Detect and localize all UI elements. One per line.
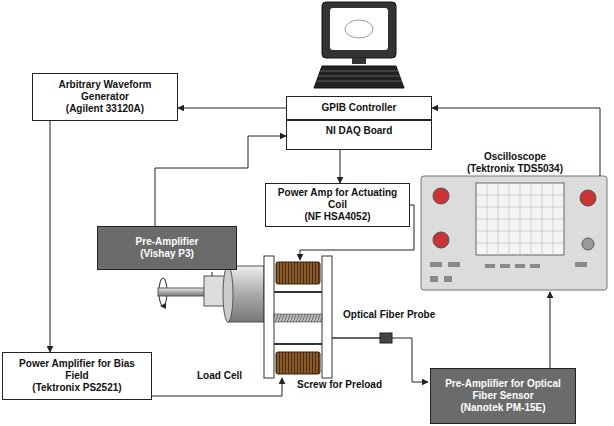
model-name: (Agilent 33120A) [66,103,144,115]
computer-icon [314,2,404,88]
signal-connector [50,121,51,352]
part-label: Load Cell [196,370,243,381]
amplifier-box: Power Amplifier for Bias Field(Tektronix… [2,352,152,400]
box-title: Pre-Amplifier [136,236,199,248]
preamp-box: Pre-Amplifier(Vishay P3) [97,226,237,270]
model-name: (Tektronix TDS5034) [467,163,563,175]
generator-box: Arbitrary Waveform Generator(Agilent 331… [32,73,178,121]
model-name: (Nanotek PM-15E) [460,402,545,414]
signal-connector [178,108,286,109]
signal-connector [340,150,341,183]
daq-box: NI DAQ Board [286,120,432,150]
box-title: Pre-Amplifier for Optical Fiber Sensor [436,378,570,402]
preamp-box: Pre-Amplifier for Optical Fiber Sensor(N… [430,368,576,424]
amplifier-box: Power Amp for Actuating Coil(NF HSA4052) [265,183,410,227]
box-title: Power Amplifier for Bias Field [8,358,146,382]
model-name: (NF HSA4052) [304,211,370,223]
part-label: Screw for Preload [296,379,383,390]
signal-connector [432,108,600,176]
box-title: Arbitrary Waveform Generator [38,79,172,103]
oscilloscope: Oscilloscope(Tektronix TDS5034) [418,150,612,292]
part-label: Optical Fiber Probe [342,309,436,320]
model-name: (Tektronix PS2521) [32,382,121,394]
box-title: NI DAQ Board [326,125,393,137]
model-name: (Vishay P3) [140,248,194,260]
oscilloscope-picture [421,176,607,290]
box-title: Oscilloscope [484,151,546,163]
box-title: GPIB Controller [321,102,396,114]
box-title: Power Amp for Actuating Coil [271,187,404,211]
signal-connector [550,292,551,368]
controller-box: GPIB Controller [286,96,432,120]
